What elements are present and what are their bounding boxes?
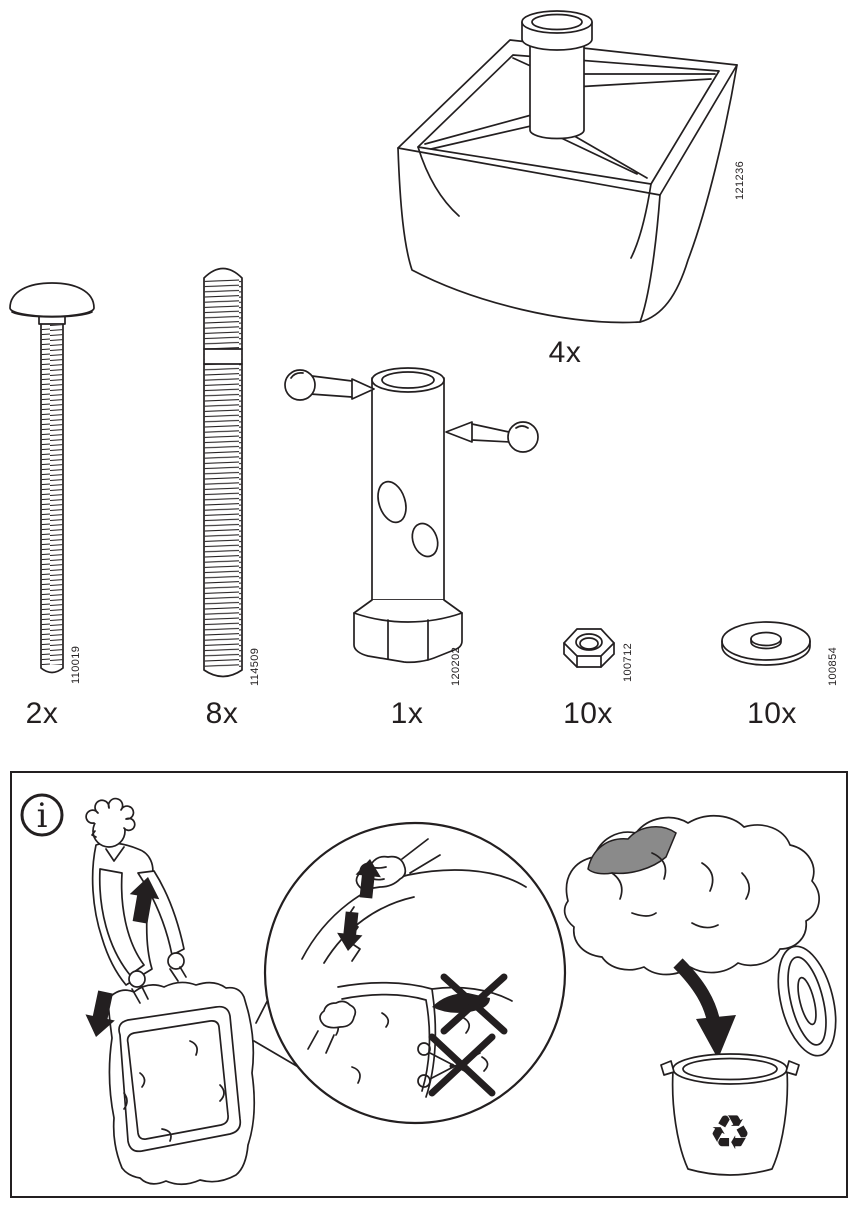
part-number-carriage-bolt: 110019 — [70, 645, 82, 684]
arrow-down-icon — [85, 990, 115, 1037]
quantity-label-threaded-rod: 8x — [205, 697, 239, 730]
arrow-down-icon — [337, 911, 363, 951]
part-illustration-washer — [721, 621, 811, 666]
arrow-up-icon — [129, 877, 160, 924]
quantity-label-corner-leg: 4x — [548, 336, 582, 369]
recycle-bin-icon: ♻ — [660, 1053, 800, 1176]
part-illustration-assembly-tool — [284, 367, 539, 664]
arrow-into-bin-icon — [673, 958, 736, 1059]
part-illustration-carriage-bolt — [9, 282, 95, 674]
info-panel: i — [10, 771, 848, 1198]
part-number-assembly-tool: 120202 — [450, 646, 462, 686]
part-illustration-corner-leg — [397, 10, 738, 324]
recycle-icon: ♻ — [708, 1105, 751, 1161]
info-icon: i — [20, 793, 64, 837]
arrow-up-icon — [355, 859, 381, 899]
bin-lid — [777, 945, 837, 1057]
quantity-label-assembly-tool: 1x — [390, 697, 424, 730]
info-illustration: i — [20, 793, 837, 1186]
part-illustration-hex-nut — [563, 628, 615, 668]
quantity-label-washer: 10x — [747, 697, 797, 730]
quantity-label-hex-nut: 10x — [563, 697, 613, 730]
no-scissors-icon — [417, 1033, 496, 1097]
part-illustration-threaded-rod — [203, 267, 243, 678]
part-number-hex-nut: 100712 — [622, 642, 634, 682]
zoom-circle — [263, 821, 567, 1125]
plastic-bag-and-cushion — [107, 952, 256, 1186]
part-number-corner-leg: 121236 — [734, 160, 746, 200]
discarded-plastic-sheet — [563, 814, 820, 976]
part-number-washer: 100854 — [827, 646, 839, 686]
quantity-label-carriage-bolt: 2x — [25, 697, 59, 730]
svg-text:i: i — [37, 796, 48, 836]
no-knife-icon — [432, 973, 508, 1035]
part-number-threaded-rod: 114509 — [249, 647, 261, 686]
